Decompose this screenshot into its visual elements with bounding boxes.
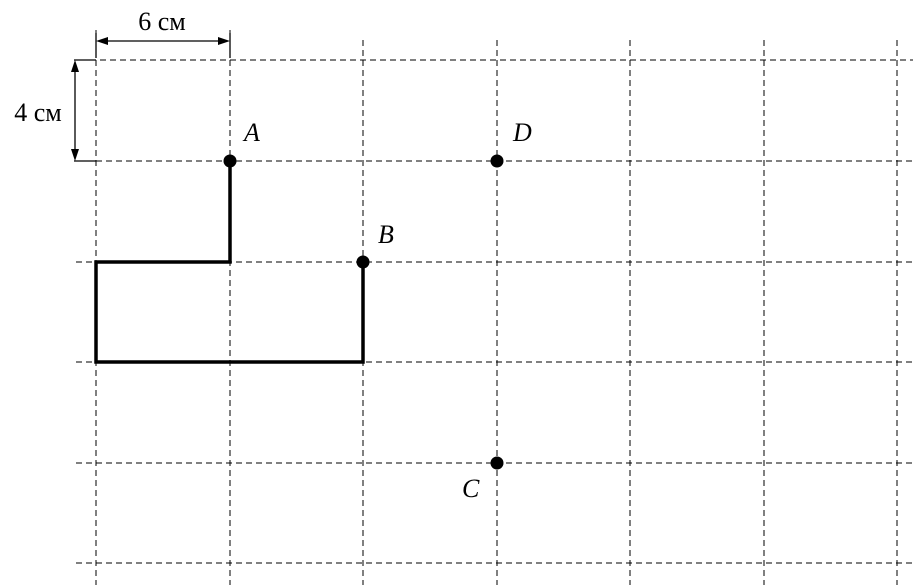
height-dimension: 4 см	[14, 59, 96, 162]
point-c-label: C	[462, 474, 480, 503]
point-a-label: A	[242, 118, 260, 147]
width-dimension: 6 см	[95, 7, 231, 58]
point-c-dot	[490, 456, 504, 470]
height-arrowhead-bottom	[71, 149, 79, 161]
point-b-dot	[356, 255, 370, 269]
point-d-label: D	[512, 118, 532, 147]
width-label: 6 см	[138, 7, 186, 36]
height-arrowhead-top	[71, 60, 79, 72]
width-arrowhead-left	[96, 37, 108, 45]
point-d: D	[490, 118, 532, 168]
height-label: 4 см	[14, 98, 62, 127]
point-a-dot	[223, 154, 237, 168]
point-b: B	[356, 220, 394, 269]
width-arrowhead-right	[218, 37, 230, 45]
point-d-dot	[490, 154, 504, 168]
point-b-label: B	[378, 220, 394, 249]
grid	[76, 30, 913, 585]
point-a: A	[223, 118, 260, 168]
path-a-to-b	[94, 159, 365, 364]
point-c: C	[462, 456, 504, 503]
